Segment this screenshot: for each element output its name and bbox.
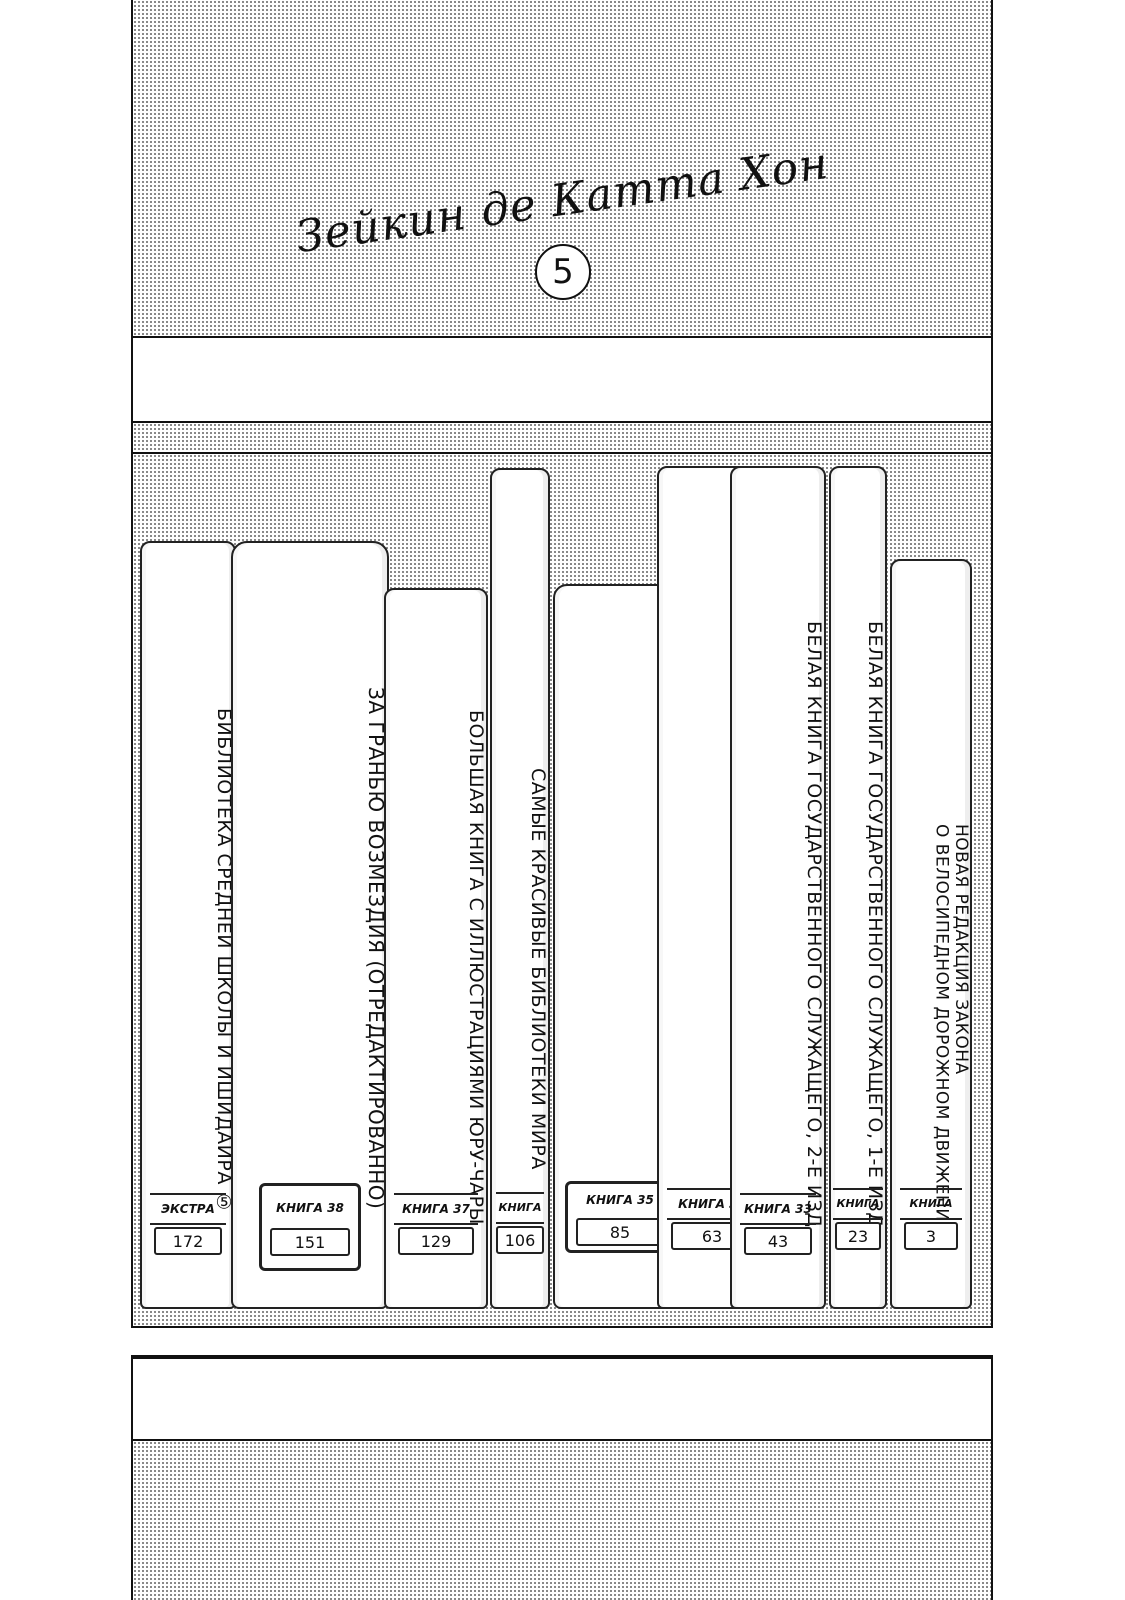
- shelf-lip: [131, 1328, 993, 1357]
- book-series: ЭКСТРА: [150, 1193, 226, 1225]
- book-series: КНИГА 32: [833, 1188, 883, 1238]
- volume-badge: 5: [535, 244, 591, 300]
- book-number: 23: [835, 1222, 881, 1250]
- book-label: ЭКСТРА 172: [150, 1193, 226, 1255]
- book-number: 129: [398, 1227, 474, 1255]
- shelf-edge: [131, 1326, 993, 1328]
- book-33[interactable]: Белая книга государственного служащего, …: [730, 466, 826, 1309]
- book-number: 85: [576, 1218, 664, 1246]
- book-number: 172: [154, 1227, 222, 1255]
- book-31[interactable]: Новая редакция закона о велосипедном дор…: [890, 559, 972, 1309]
- title-area: Зейкин де Катта Хон: [0, 138, 1125, 263]
- book-label: КНИГА 35 85: [565, 1181, 675, 1253]
- book-label: КНИГА 33 43: [740, 1193, 816, 1255]
- book-32[interactable]: Белая книга государственного служащего, …: [829, 466, 887, 1309]
- book-series: КНИГА 37: [394, 1193, 478, 1225]
- shelf-board-bottom: [131, 1357, 993, 1441]
- book-38[interactable]: За гранью возмездия (отредактированно) К…: [231, 541, 389, 1309]
- book-label: КНИГА 31 3: [900, 1188, 962, 1250]
- book-label: КНИГА 32 23: [833, 1188, 883, 1250]
- book-series: КНИГА 31: [900, 1188, 962, 1238]
- book-title: Новая редакция закона о велосипедном дор…: [931, 823, 971, 1235]
- book-number: 106: [496, 1226, 544, 1254]
- top-panel: [131, 0, 993, 338]
- book-title: Белая книга государственного служащего, …: [864, 620, 886, 1235]
- book-36[interactable]: Самые красивые библиотеки мира КНИГА 36 …: [490, 468, 550, 1309]
- book-number: 3: [904, 1222, 958, 1250]
- book-title: Самые красивые библиотеки мира: [527, 767, 549, 1170]
- book-number: 43: [744, 1227, 812, 1255]
- book-series: КНИГА 34: [667, 1188, 757, 1220]
- book-series: КНИГА 33: [740, 1193, 816, 1225]
- book-label: КНИГА 34 63: [667, 1188, 757, 1250]
- book-series: КНИГА 38: [276, 1201, 344, 1215]
- book-series: КНИГА 36: [496, 1192, 544, 1242]
- book-title: Большая книга с иллюстрациями Юру-чары: [465, 710, 487, 1225]
- shelf-board-top: [131, 338, 993, 423]
- book-37[interactable]: Большая книга с иллюстрациями Юру-чары К…: [384, 588, 488, 1309]
- book-number: 151: [270, 1228, 350, 1256]
- book-extra[interactable]: Библиотека средней школы и Ишидайра ⑤ ЭК…: [140, 541, 236, 1309]
- bottom-panel: [131, 1441, 993, 1600]
- book-title: Белая книга государственного служащего, …: [803, 620, 825, 1235]
- book-title: Библиотека средней школы и Ишидайра ⑤: [213, 708, 235, 1214]
- shelf-strip: [131, 423, 993, 454]
- book-label: КНИГА 36 106: [496, 1192, 544, 1254]
- book-label: КНИГА 38 151: [259, 1183, 361, 1271]
- book-label: КНИГА 37 129: [394, 1193, 478, 1255]
- book-series: КНИГА 35: [586, 1193, 654, 1207]
